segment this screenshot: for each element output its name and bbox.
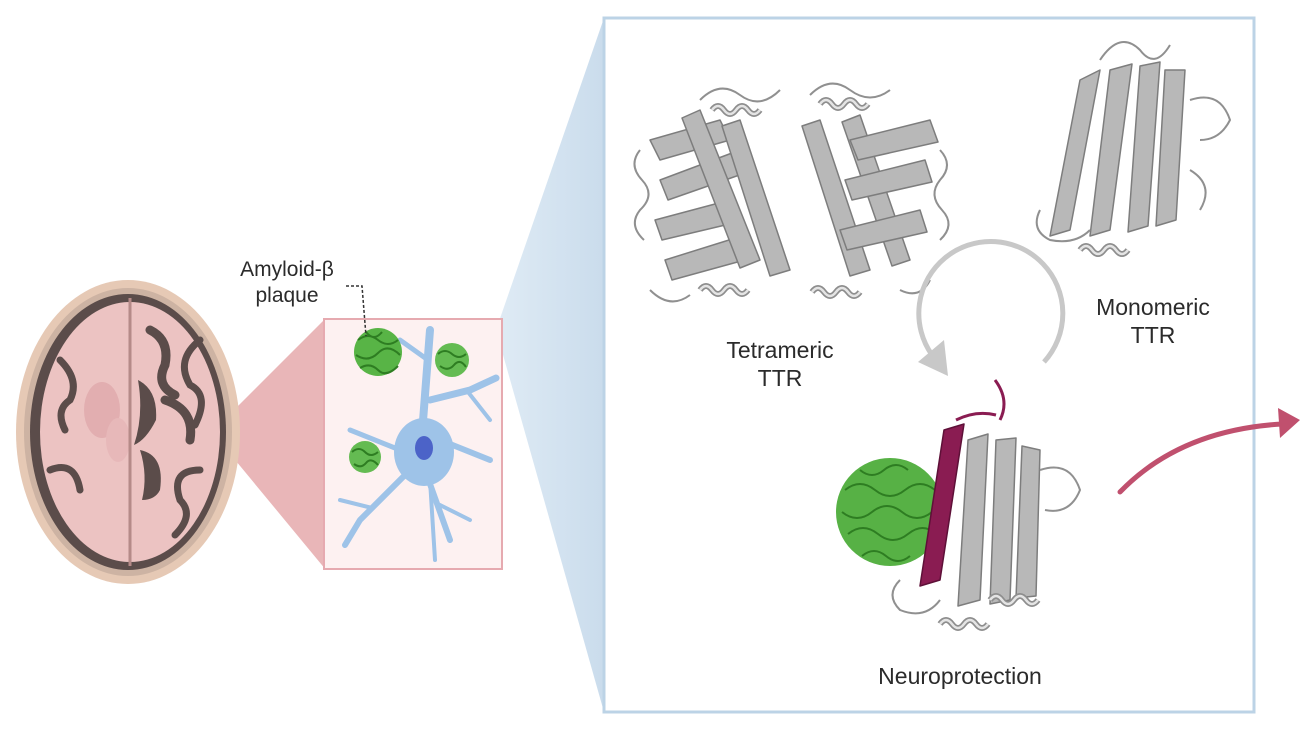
monomeric-ttr-label-line1: Monomeric bbox=[1096, 294, 1210, 320]
tetrameric-ttr-label-line2: TTR bbox=[757, 365, 803, 391]
tetrameric-ttr-label: Tetrameric TTR bbox=[690, 336, 870, 392]
ttr-amyloid-complex bbox=[836, 379, 1081, 628]
amyloid-plaque bbox=[349, 441, 381, 473]
amyloid-plaque-label-line2: plaque bbox=[255, 284, 319, 307]
monomeric-ttr-label-line2: TTR bbox=[1130, 322, 1176, 348]
amyloid-plaque bbox=[354, 328, 402, 376]
amyloid-plaque-label: Amyloid-β plaque bbox=[222, 257, 352, 309]
amyloid-plaque-label-line1: Amyloid-β bbox=[240, 258, 334, 281]
plaque-leader-line bbox=[346, 285, 367, 337]
neuron-nucleus bbox=[415, 436, 433, 460]
equilibrium-cycle-arrow bbox=[916, 239, 1066, 376]
bound-strand bbox=[919, 423, 965, 587]
neuroprotection-label: Neuroprotection bbox=[878, 663, 1042, 689]
tetrameric-ttr-structure bbox=[633, 82, 950, 303]
zoom-wedge-pink bbox=[212, 318, 326, 570]
zoom-wedge-blue bbox=[496, 18, 604, 712]
exit-arrow bbox=[1117, 408, 1300, 495]
amyloid-plaque bbox=[435, 343, 469, 377]
tetrameric-ttr-label-line1: Tetrameric bbox=[726, 337, 834, 363]
neuron-inset bbox=[323, 285, 503, 570]
brain-section bbox=[16, 280, 240, 584]
monomeric-ttr-structure bbox=[1035, 41, 1231, 254]
monomeric-ttr-label: Monomeric TTR bbox=[1078, 293, 1228, 349]
